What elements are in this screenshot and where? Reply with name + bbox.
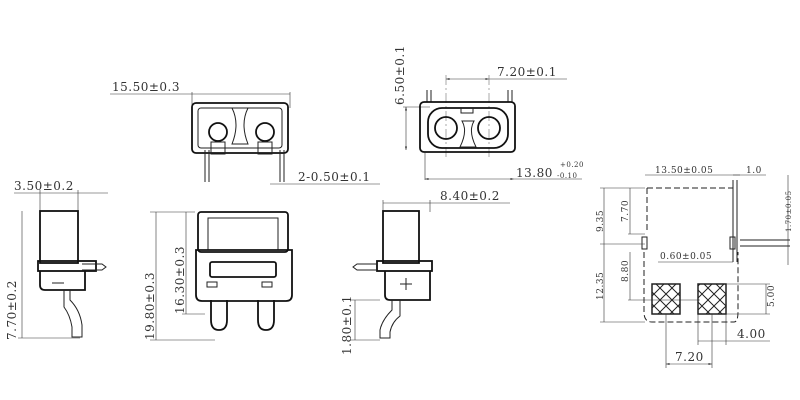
footprint-offset-dim: 1.70±0.05 [785, 190, 793, 232]
footprint-pad-height-dim: 5.00 [767, 285, 777, 307]
top-pin-dim: 2-0.50±0.1 [298, 170, 371, 184]
mating-tol-plus: +0.20 [560, 161, 584, 169]
footprint-upper-dim: 9.35 [596, 210, 606, 232]
mating-height-dim: 6.50±0.1 [393, 45, 407, 105]
pad-right [697, 283, 727, 315]
footprint-pad-pitch-dim: 7.20 [675, 350, 704, 364]
pad-left [651, 283, 681, 315]
front-body-height-dim: 16.30±0.3 [173, 246, 187, 314]
footprint-edge-dim: 1.0 [746, 166, 762, 176]
front-view: 19.80±0.3 16.30±0.3 [143, 211, 293, 341]
right-width-dim: 8.40±0.2 [440, 189, 500, 203]
footprint-lower-dim: 12.35 [596, 272, 606, 300]
mating-pitch-dim: 7.20±0.1 [497, 65, 557, 79]
footprint-width-dim: 13.50±0.05 [655, 166, 713, 176]
front-total-height-dim: 19.80±0.3 [143, 272, 157, 340]
mating-tol-minus: -0.10 [557, 172, 577, 180]
mating-view: 6.50±0.1 7.20±0.1 13.80 +0.20 -0.10 [393, 45, 584, 181]
left-side-view: 3.50±0.2 7.70±0.2 [5, 179, 108, 340]
left-height-dim: 7.70±0.2 [5, 280, 19, 340]
top-width-dim: 15.50±0.3 [112, 80, 180, 94]
footprint-lower-inner-dim: 8.80 [621, 260, 631, 282]
right-side-view: 8.40±0.2 1.80±0.1 [340, 189, 510, 355]
pcb-footprint: 13.50±0.05 1.0 1.70±0.05 9.35 12.35 7.70… [596, 166, 793, 368]
right-pin-dim: 1.80±0.1 [340, 295, 354, 355]
footprint-slot-dim: 0.60±0.05 [660, 252, 712, 262]
footprint-upper-inner-dim: 7.70 [621, 200, 631, 222]
top-view: 15.50±0.3 2-0.50±0.1 [110, 80, 380, 185]
left-depth-dim: 3.50±0.2 [14, 179, 74, 193]
mating-width-dim: 13.80 [516, 166, 553, 180]
footprint-pad-width-dim: 4.00 [737, 327, 766, 341]
